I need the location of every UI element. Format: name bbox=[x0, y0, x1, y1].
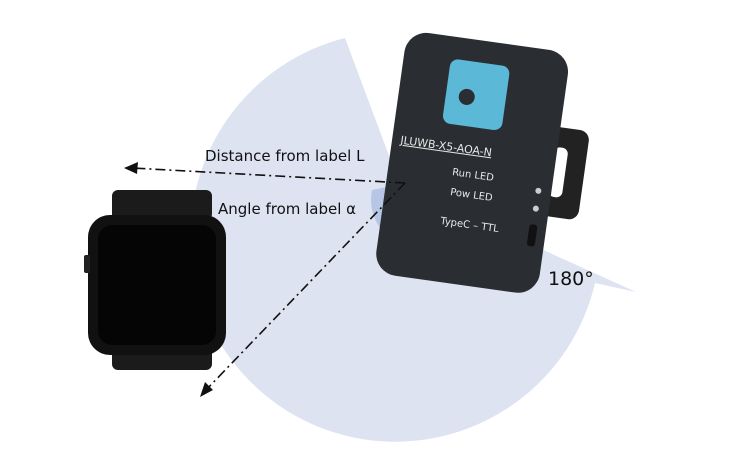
distance-line bbox=[131, 167, 406, 184]
arrow-down-left-icon bbox=[200, 382, 213, 397]
distance-label: Distance from label L bbox=[205, 147, 365, 165]
aoa-anchor-device bbox=[376, 32, 589, 293]
logo-icon bbox=[442, 59, 510, 131]
angle-line bbox=[205, 182, 406, 391]
arrow-left-icon bbox=[124, 162, 138, 174]
smartwatch bbox=[84, 190, 226, 370]
angle-label: Angle from label α bbox=[218, 200, 357, 218]
range-label: 180° bbox=[548, 268, 594, 290]
